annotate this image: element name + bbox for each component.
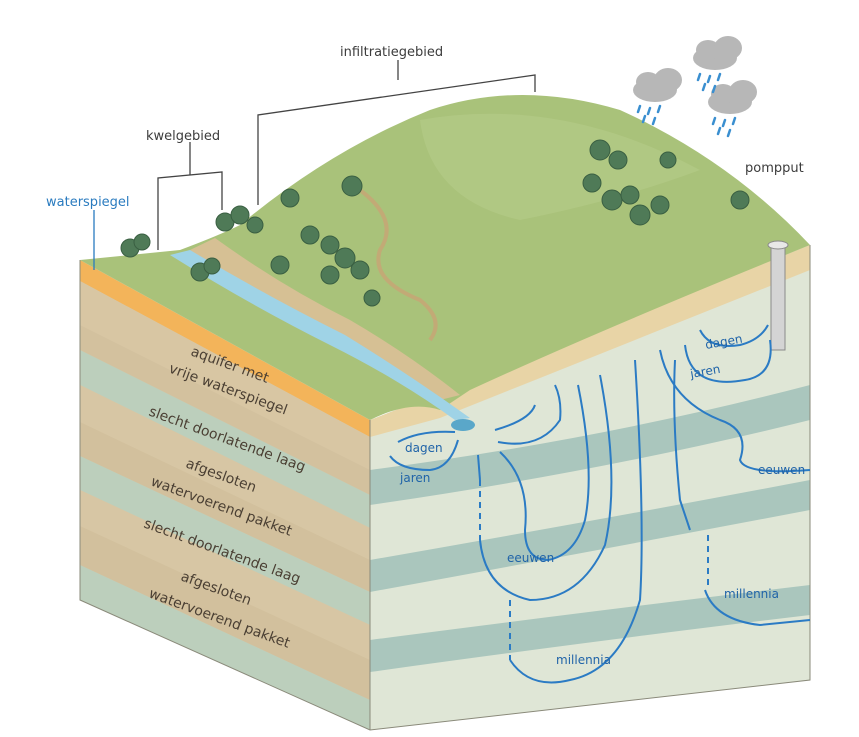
flow-label-dagen-left: dagen [405,441,443,455]
flow-label-jaren-right: jaren [688,362,721,381]
flow-label-dagen-right: dagen [704,332,743,352]
flow-label-jaren-left: jaren [399,471,430,485]
pump-well [770,244,786,351]
label-infiltratiegebied: infiltratiegebied [340,45,443,60]
flow-label-eeuwen-right: eeuwen [758,463,805,477]
flow-label-eeuwen-mid: eeuwen [507,551,554,565]
rain-clouds [633,36,757,138]
brackets [93,60,536,270]
top-surface [80,95,810,431]
flow-label-millennia-mid: millennia [556,653,611,667]
flow-lines [389,324,811,684]
cloud-icon [633,36,757,114]
flow-time-labels: dagen jaren eeuwen millennia dagen jaren… [399,332,805,667]
flow-label-millennia-right: millennia [724,587,779,601]
rain-drops-icon [636,72,737,138]
label-waterspiegel: waterspiegel [46,195,130,210]
label-pompput: pompput [745,161,804,176]
label-kwelgebied: kwelgebied [146,129,220,144]
